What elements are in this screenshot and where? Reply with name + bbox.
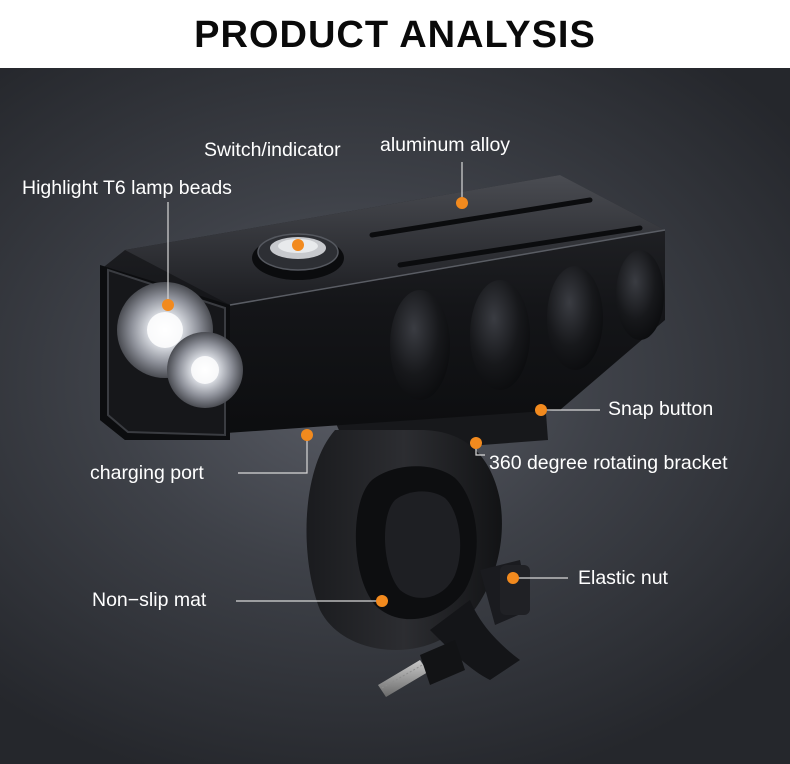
light-body — [100, 175, 666, 440]
label-charging-port: charging port — [90, 462, 204, 484]
handlebar-mount — [306, 400, 548, 697]
callout-dots — [162, 197, 547, 607]
product-stage: Highlight T6 lamp beads Switch/indicator… — [0, 68, 790, 764]
page-title: PRODUCT ANALYSIS — [194, 13, 596, 56]
bike-light-illustration — [100, 162, 666, 697]
label-aluminum-alloy: aluminum alloy — [380, 134, 511, 156]
label-snap-button: Snap button — [608, 398, 714, 420]
label-non-slip-mat: Non−slip mat — [92, 589, 207, 611]
leader-lines — [167, 162, 600, 602]
power-switch — [252, 233, 344, 280]
label-elastic-nut: Elastic nut — [578, 567, 668, 589]
label-lamp-beads: Highlight T6 lamp beads — [22, 177, 232, 199]
label-switch-indicator: Switch/indicator — [204, 139, 341, 161]
label-rotating-bracket: 360 degree rotating bracket — [489, 452, 728, 474]
header-banner: PRODUCT ANALYSIS — [0, 0, 790, 68]
